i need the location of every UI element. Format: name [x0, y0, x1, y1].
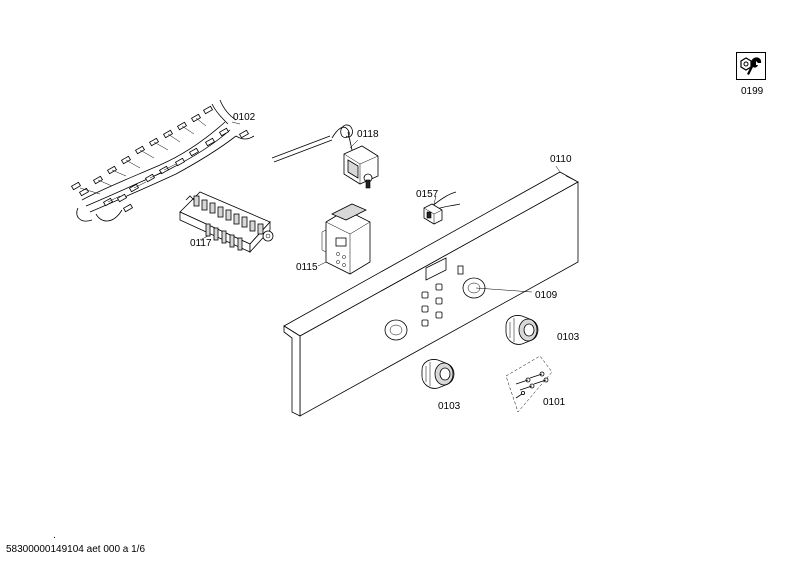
screw-set: [505, 355, 553, 413]
terminal-block: [179, 191, 274, 254]
wrench-nut-icon: [736, 52, 766, 80]
callout-0109: 0109: [535, 290, 558, 301]
callout-0103-right: 0103: [557, 332, 580, 343]
thermostat: [271, 124, 379, 189]
knob-right: [505, 315, 539, 345]
callout-0117: 0117: [190, 238, 212, 249]
callout-0118: 0118: [357, 129, 379, 140]
wiring-harness: [70, 99, 255, 222]
callout-0103-left: 0103: [438, 401, 461, 412]
callout-0110: 0110: [550, 154, 572, 165]
footer-mark: .: [53, 530, 56, 541]
control-panel: [283, 171, 579, 417]
callout-0199: 0199: [741, 86, 764, 97]
leader-lines: [199, 121, 561, 267]
callout-0101: 0101: [543, 397, 566, 408]
callout-0115: 0115: [296, 262, 318, 273]
wrench-nut-glyph: [740, 57, 762, 75]
callout-0102: 0102: [233, 112, 256, 123]
callout-0157: 0157: [416, 189, 439, 200]
knob-left: [421, 359, 455, 389]
electronic-module: [321, 203, 371, 275]
document-id: 58300000149104 aet 000 a 1/6: [6, 544, 146, 555]
switch-part: [423, 191, 461, 225]
